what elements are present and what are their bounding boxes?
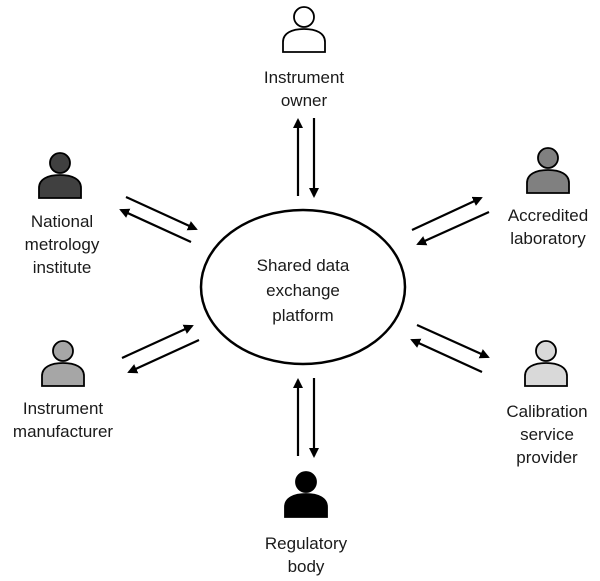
actor-label-line: Accredited <box>508 206 588 225</box>
actor-label-line: Calibration <box>506 402 587 421</box>
connection-calibration-service-provider <box>410 323 490 374</box>
connection-instrument-manufacturer <box>121 324 200 374</box>
person-icon <box>284 471 328 518</box>
person-icon <box>524 340 568 387</box>
arrow-to-actor <box>411 196 483 231</box>
connection-regulatory-body <box>293 378 319 458</box>
actor-label-line: Instrument <box>23 399 104 418</box>
platform-ellipse <box>199 208 407 366</box>
arrow-to-actor <box>416 323 490 359</box>
person-icon <box>38 152 82 199</box>
actor-national-metrology-institute: National metrology institute <box>25 152 100 277</box>
arrow-to-platform <box>121 324 194 360</box>
arrow-to-platform <box>125 195 198 231</box>
actor-label-line: laboratory <box>510 229 586 248</box>
actor-label-line: National <box>31 212 93 231</box>
actor-regulatory-body: Regulatory body <box>265 471 348 576</box>
actor-label-line: metrology <box>25 235 100 254</box>
actor-label-line: body <box>288 557 325 576</box>
platform-label-line: Shared data <box>257 256 350 275</box>
platform-label-line: platform <box>272 306 333 325</box>
central-platform: Shared data exchange platform <box>199 208 407 366</box>
actor-label-line: institute <box>33 258 92 277</box>
actor-calibration-service-provider: Calibration service provider <box>506 340 588 467</box>
arrow-to-actor <box>127 338 200 374</box>
platform-label-line: exchange <box>266 281 340 300</box>
arrow-to-platform <box>410 338 483 374</box>
actor-label-line: owner <box>281 91 328 110</box>
actor-accredited-laboratory: Accredited laboratory <box>508 147 588 248</box>
connection-instrument-owner <box>293 118 319 198</box>
connection-national-metrology-institute <box>119 195 198 244</box>
actor-label-line: Instrument <box>264 68 345 87</box>
actor-label-line: Regulatory <box>265 534 348 553</box>
arrow-to-platform <box>416 210 490 246</box>
actor-label-line: service <box>520 425 574 444</box>
actor-label-line: provider <box>516 448 578 467</box>
actor-instrument-owner: Instrument owner <box>264 6 345 110</box>
arrow-to-actor <box>119 208 192 244</box>
person-icon <box>526 147 570 194</box>
actor-label-line: manufacturer <box>13 422 113 441</box>
actor-instrument-manufacturer: Instrument manufacturer <box>13 340 113 441</box>
person-icon <box>41 340 85 387</box>
connection-accredited-laboratory <box>411 196 490 246</box>
person-icon <box>282 6 326 53</box>
